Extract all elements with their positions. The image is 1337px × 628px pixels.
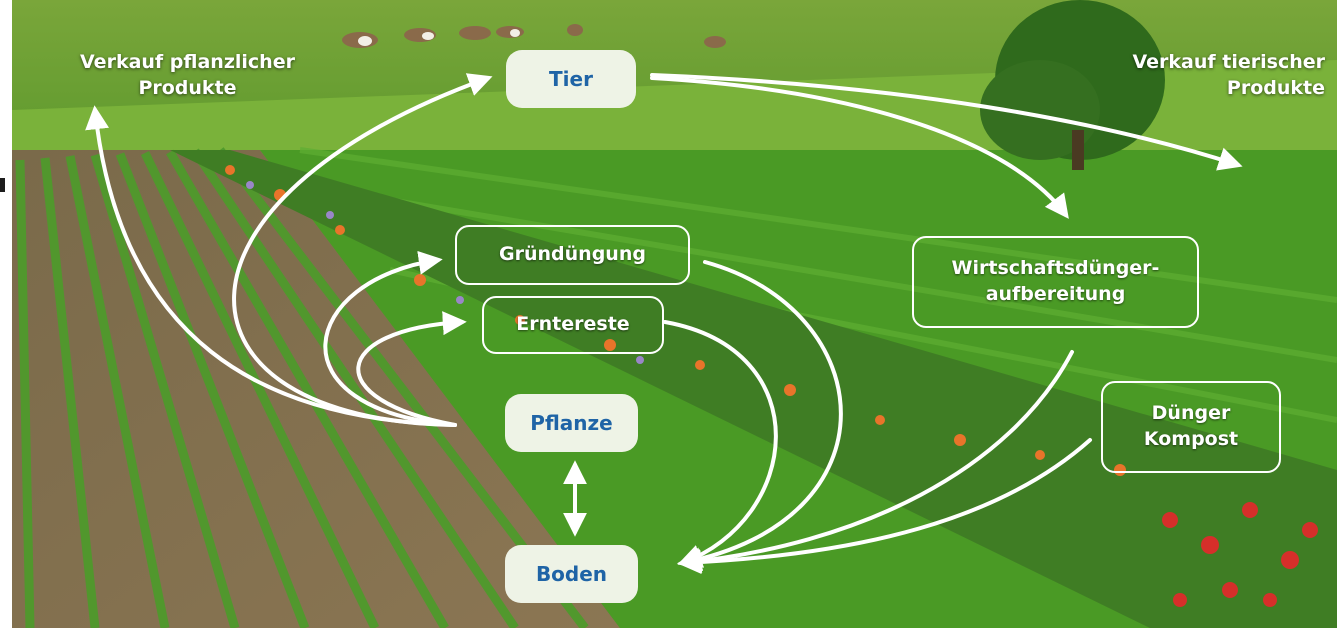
label-line: Verkauf tierischer <box>1132 51 1325 73</box>
label-line: Produkte <box>138 76 237 99</box>
arrow-erntereste-to-boden <box>663 320 778 568</box>
node-erntereste: Erntereste <box>482 296 664 354</box>
label-verkauf-tierischer-produkte: Verkauf tierischer Produkte <box>1085 50 1325 101</box>
arrow-tier-to-verkauf-tierisch <box>650 73 1243 171</box>
node-line: aufbereitung <box>985 283 1126 305</box>
node-line: Wirtschaftsdünger- <box>951 257 1160 280</box>
arrow-wirtschaftsduenger-to-boden <box>677 350 1074 574</box>
node-line: Dünger <box>1151 402 1231 425</box>
arrow-kompost-to-boden <box>677 438 1092 575</box>
node-line: Kompost <box>1143 428 1239 450</box>
arrow-pflanze-to-verkauf-pflanzlich <box>85 105 457 427</box>
node-duenger-kompost: Dünger Kompost <box>1101 381 1281 473</box>
arrow-pflanze-to-erntereste <box>356 311 467 427</box>
label-line: Produkte <box>1226 76 1325 99</box>
node-pflanze: Pflanze <box>505 394 638 452</box>
node-tier: Tier <box>506 50 636 108</box>
arrow-pflanze-to-gruenduengung <box>323 250 457 427</box>
arrow-pflanze-to-tier <box>232 73 493 427</box>
label-line: Verkauf pflanzlicher <box>80 51 295 73</box>
arrow-gruenduengung-to-boden <box>677 260 843 572</box>
node-gruenduengung: Gründüngung <box>455 225 690 285</box>
node-boden: Boden <box>505 545 638 603</box>
arrow-tier-to-wirtschaftsduenger <box>650 76 1069 219</box>
node-wirtschaftsduengeraufbereitung: Wirtschaftsdünger- aufbereitung <box>912 236 1199 328</box>
label-verkauf-pflanzlicher-produkte: Verkauf pflanzlicher Produkte <box>55 50 320 101</box>
